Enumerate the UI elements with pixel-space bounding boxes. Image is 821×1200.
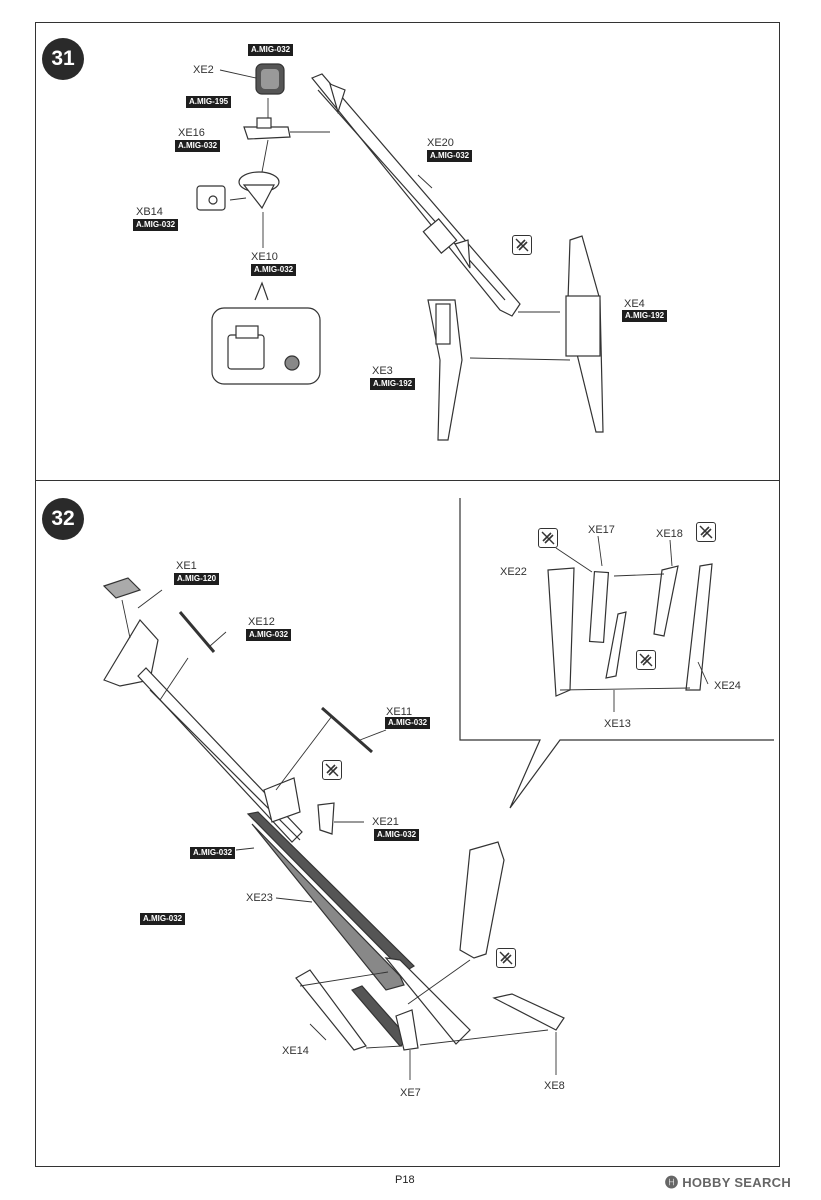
no-glue-icon	[538, 528, 558, 548]
paint-code: A.MIG-032	[374, 829, 420, 841]
step-divider	[35, 480, 780, 481]
pump-assembly	[263, 777, 301, 823]
part-label: XE12	[248, 616, 275, 628]
paint-code: A.MIG-032	[190, 847, 236, 859]
xe7-part	[395, 1009, 419, 1051]
paint-code: A.MIG-032	[133, 219, 179, 231]
paint-code: A.MIG-032	[248, 44, 294, 56]
paint-code: A.MIG-192	[370, 378, 416, 390]
watermark: 🅗 HOBBY SEARCH	[665, 1175, 792, 1190]
main-frame	[137, 667, 303, 843]
part-label: XE14	[282, 1045, 309, 1057]
xe11-strut	[321, 706, 373, 754]
part-label: XE2	[193, 64, 214, 76]
part-label: XE1	[176, 560, 197, 572]
hydraulic-cylinder	[459, 841, 505, 959]
step-number-badge: 32	[42, 498, 84, 540]
paint-code: A.MIG-195	[186, 96, 232, 108]
paint-code: A.MIG-032	[427, 150, 473, 162]
part-label: XB14	[136, 206, 163, 218]
no-glue-icon	[636, 650, 656, 670]
no-glue-icon	[512, 235, 532, 255]
xe8-part	[492, 993, 565, 1031]
xe24-part	[685, 563, 713, 691]
part-label: XE24	[714, 680, 741, 692]
part-label: XE22	[500, 566, 527, 578]
xe23-part	[246, 811, 415, 973]
step-number-badge: 31	[42, 38, 84, 80]
paint-code: A.MIG-120	[174, 573, 220, 585]
xe12-strut	[178, 611, 216, 653]
paint-code: A.MIG-032	[246, 629, 292, 641]
no-glue-icon	[696, 522, 716, 542]
xe14-part	[295, 969, 367, 1051]
xe22-part	[547, 567, 575, 697]
no-glue-icon	[322, 760, 342, 780]
part-label: XE21	[372, 816, 399, 828]
part-label: XE16	[178, 127, 205, 139]
page-frame	[35, 22, 780, 1167]
xe21-part	[317, 802, 335, 835]
paint-code: A.MIG-032	[140, 913, 186, 925]
paint-code: A.MIG-192	[622, 310, 668, 322]
part-label: XE13	[604, 718, 631, 730]
part-label: XE8	[544, 1080, 565, 1092]
part-label: XE20	[427, 137, 454, 149]
part-label: XE17	[588, 524, 615, 536]
part-label: XE11	[386, 706, 413, 718]
xe13-part	[605, 611, 627, 679]
no-glue-icon	[496, 948, 516, 968]
part-label: XE4	[624, 298, 645, 310]
part-label: XE10	[251, 251, 278, 263]
detail-callout	[459, 498, 774, 809]
part-label: XE3	[372, 365, 393, 377]
part-label: XE18	[656, 528, 683, 540]
part-label: XE23	[246, 892, 273, 904]
rail-end	[384, 957, 471, 1045]
part-label: XE7	[400, 1087, 421, 1099]
xe18-part	[653, 565, 679, 637]
xe20-part	[311, 73, 521, 317]
paint-code: A.MIG-032	[251, 264, 297, 276]
xe1-part	[102, 577, 142, 599]
page-number: P18	[395, 1174, 415, 1186]
xe17-part	[588, 570, 610, 644]
paint-code: A.MIG-032	[175, 140, 221, 152]
paint-code: A.MIG-032	[385, 717, 431, 729]
xe16-part	[243, 126, 291, 140]
